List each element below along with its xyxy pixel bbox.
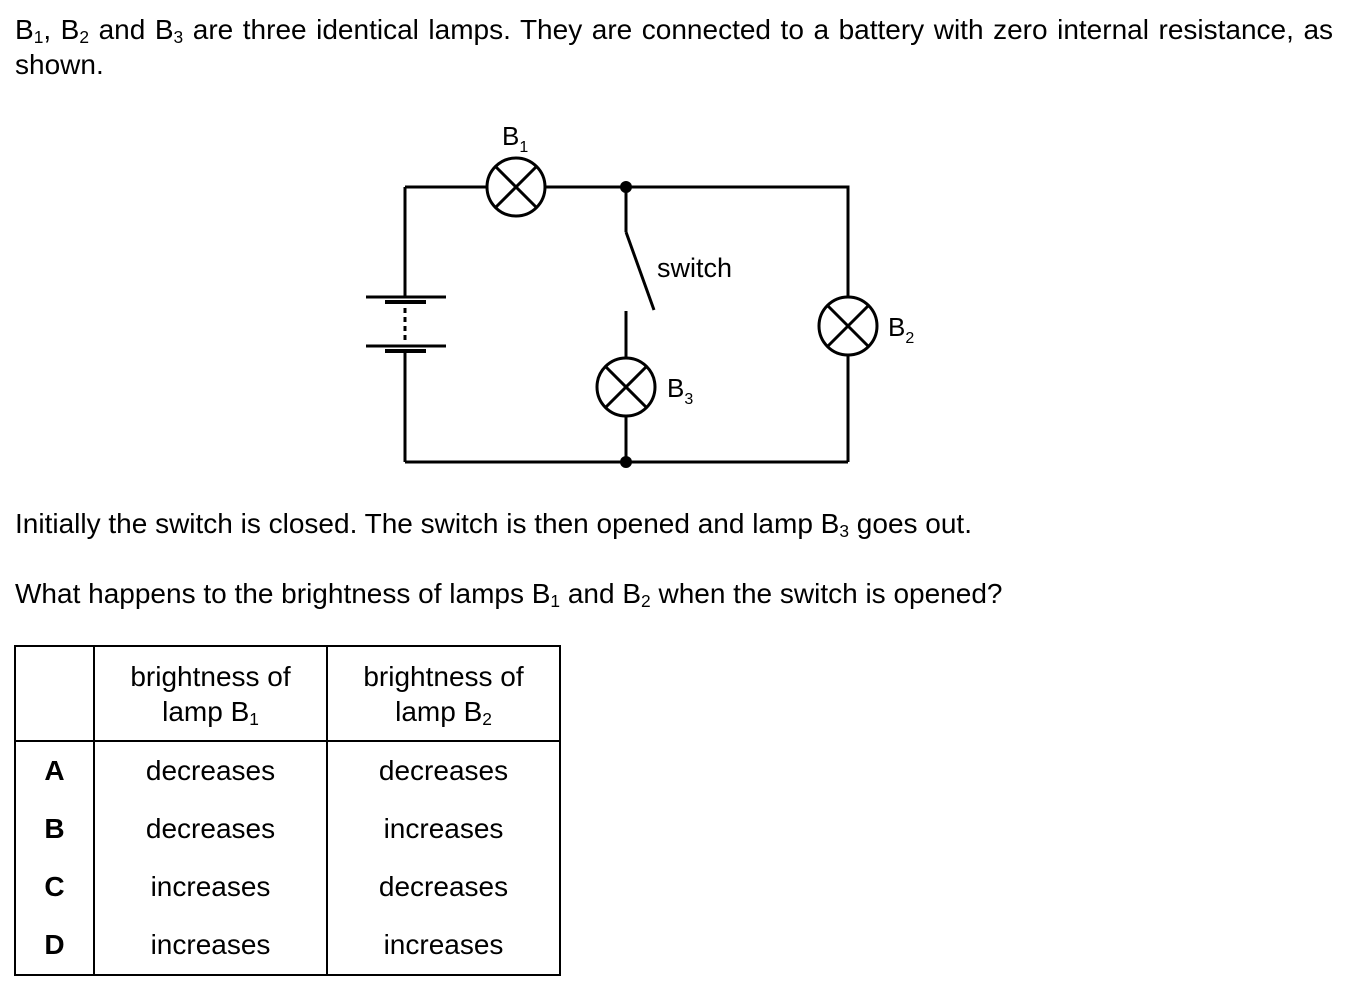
question-text: What happens to the brightness of lamps …	[15, 578, 551, 609]
option-b1-value: decreases	[93, 800, 328, 858]
option-b1-value: increases	[93, 858, 328, 916]
table-row: B decreases increases	[14, 800, 561, 858]
option-letter: B	[14, 800, 95, 858]
intro-paragraph: B1, B2 and B3 are three identical lamps.…	[15, 12, 1333, 82]
wire-top-right	[545, 185, 850, 297]
option-letter: C	[14, 858, 95, 916]
question-paragraph: What happens to the brightness of lamps …	[15, 576, 1333, 611]
intro-subscript: 2	[79, 26, 90, 47]
table-row: D increases increases	[14, 916, 561, 976]
initial-text: Initially the switch is closed. The swit…	[15, 508, 840, 539]
question-subscript: 1	[550, 590, 561, 611]
option-b2-value: decreases	[326, 741, 561, 800]
option-b2-value: increases	[326, 800, 561, 858]
table-row: A decreases decreases	[14, 741, 561, 800]
battery-icon	[366, 295, 446, 353]
option-b1-value: decreases	[93, 741, 328, 800]
option-letter: A	[14, 741, 95, 800]
switch-icon	[624, 231, 656, 311]
lamp-b2-label: B2	[888, 312, 914, 347]
option-b1-value: increases	[93, 916, 328, 976]
initial-paragraph: Initially the switch is closed. The swit…	[15, 506, 1333, 541]
initial-text: goes out.	[849, 508, 972, 539]
lamp-b1-icon	[485, 156, 547, 218]
option-b2-value: decreases	[326, 858, 561, 916]
lamp-b1-label: B1	[502, 121, 528, 156]
intro-text: and B	[89, 14, 174, 45]
question-subscript: 2	[641, 590, 651, 611]
switch-label: switch	[657, 253, 732, 283]
intro-text: B	[15, 14, 34, 45]
option-letter: D	[14, 916, 95, 976]
question-text: when the switch is opened?	[650, 578, 1003, 609]
lamp-b3-label: B3	[667, 373, 693, 408]
question-text: and B	[560, 578, 642, 609]
table-row: C increases decreases	[14, 858, 561, 916]
lamp-b2-icon	[817, 295, 879, 357]
intro-subscript: 1	[33, 26, 44, 47]
intro-text: are three identical lamps. They are conn…	[15, 14, 1334, 80]
header-empty-cell	[14, 645, 95, 742]
intro-text: , B	[43, 14, 80, 45]
lamp-b3-icon	[595, 356, 657, 418]
junction-dot-bottom	[620, 456, 632, 468]
intro-subscript: 3	[173, 26, 184, 47]
option-b2-value: increases	[326, 916, 561, 976]
initial-subscript: 3	[839, 520, 850, 541]
junction-dot-top	[620, 181, 632, 193]
